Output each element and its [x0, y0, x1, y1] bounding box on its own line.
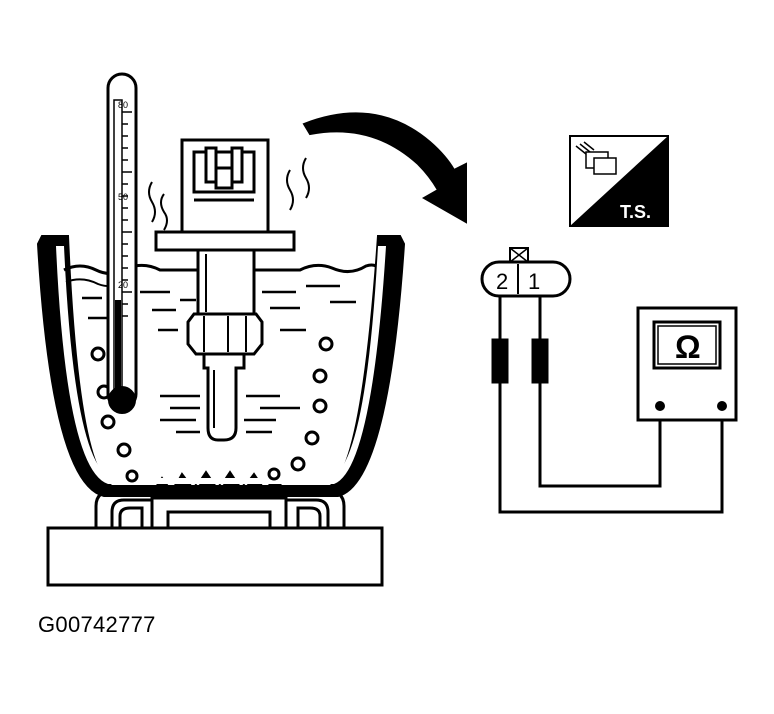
sensor-probe — [202, 352, 246, 442]
thermometer-mercury — [115, 300, 121, 400]
test-leads — [491, 296, 724, 514]
sensor-flange — [154, 230, 296, 252]
thermometer: 80 50 20 — [106, 72, 138, 414]
ts-badge-text: T.S. — [620, 202, 651, 222]
ohmmeter-terminal-right — [717, 401, 727, 411]
wire-2 — [498, 382, 724, 514]
sensor-hex-nut — [186, 312, 264, 356]
connector-body — [480, 260, 572, 298]
thermometer-label-80: 80 — [118, 100, 128, 110]
thermometer-label-50: 50 — [118, 192, 128, 202]
temperature-sensor — [154, 138, 296, 442]
wire-1 — [538, 382, 662, 488]
heat-waves — [148, 157, 310, 231]
stove — [46, 488, 384, 587]
pot-outer-wall — [36, 235, 406, 497]
ohmmeter-terminal-left — [655, 401, 665, 411]
ohmmeter-display — [652, 320, 722, 370]
probe-2 — [491, 338, 509, 384]
ts-badge-dark-triangle — [570, 136, 668, 226]
water-dashes — [82, 284, 356, 434]
ohmmeter: Ω — [636, 306, 738, 422]
connector-pin-1: 1 — [528, 269, 540, 294]
thermometer-bulb — [108, 386, 136, 414]
thermometer-label-20: 20 — [118, 280, 128, 290]
connector-icon — [575, 141, 617, 175]
ohm-symbol: Ω — [675, 329, 701, 365]
thermometer-ticks — [122, 111, 132, 317]
figure-caption: G00742777 — [38, 612, 156, 637]
connector: 2 1 — [480, 247, 572, 298]
curved-arrow — [302, 112, 467, 224]
ts-badge: T.S. — [569, 135, 669, 227]
stove-base — [46, 526, 384, 587]
connector-pin-2: 2 — [496, 269, 508, 294]
bubbles — [90, 336, 334, 483]
probe-1 — [531, 338, 549, 384]
